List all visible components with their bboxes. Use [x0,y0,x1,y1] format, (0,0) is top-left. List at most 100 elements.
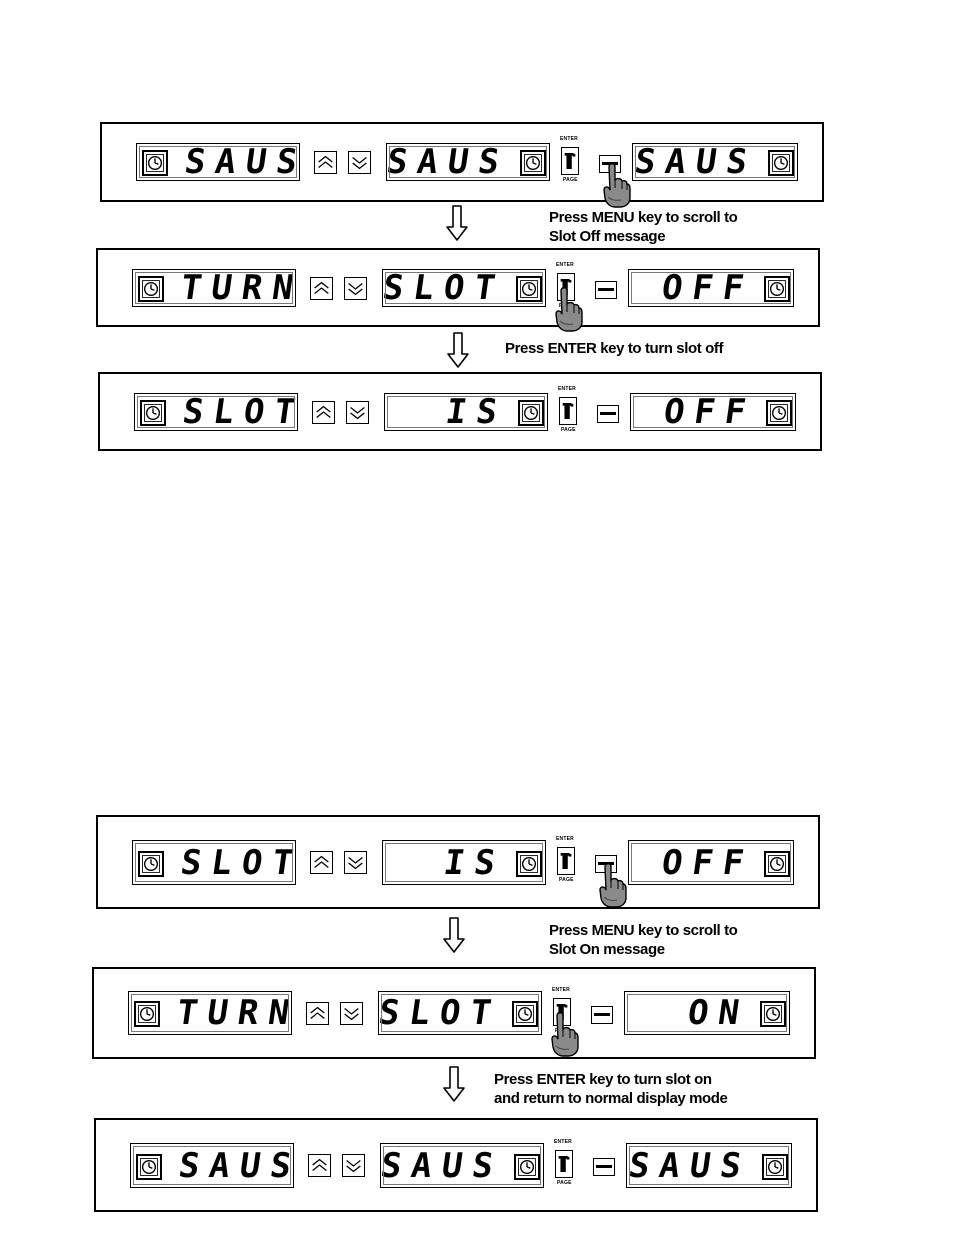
caption-line: Press ENTER key to turn slot on [494,1071,712,1088]
clock-icon [136,1154,162,1180]
clock-icon [512,1001,538,1027]
clock-icon [140,400,166,426]
left-display-text: SLOT [178,842,306,883]
enter-page-button[interactable] [555,1150,573,1178]
left-display: SAUS [130,1143,304,1188]
clock-icon [518,400,544,426]
controller-panel: TURNSLOTENTERPAGEON [92,967,816,1059]
clock-icon [516,276,542,302]
controller-panel: SLOT IS ENTER PAGE OFF [98,372,822,451]
scroll-down-button[interactable] [344,851,367,874]
pointing-hand-icon [601,162,631,208]
page-label: PAGE [559,877,574,883]
middle-display-text: IS [441,842,508,883]
scroll-up-button[interactable] [314,151,337,174]
right-display: OFF [628,268,794,308]
down-arrow-icon [443,917,465,953]
controller-panel: TURNSLOTENTERPAGEOFF [96,248,820,332]
right-display-text: SAUS [626,1145,754,1186]
menu-button[interactable] [595,281,617,299]
down-arrow-icon [447,332,469,368]
left-display-text: SAUS [176,1145,304,1186]
clock-icon [760,1001,786,1027]
left-display: SLOT [132,840,306,885]
left-display: SAUS [136,142,310,182]
right-display: ON [624,991,790,1035]
left-display-text: TURN [178,268,306,308]
enter-page-button[interactable] [561,147,579,175]
middle-display-text: SAUS [378,1145,506,1186]
scroll-up-button[interactable] [310,851,333,874]
clock-icon [766,400,792,426]
down-arrow-icon [446,205,468,241]
left-display: SLOT [134,392,308,432]
middle-display-text: SLOT [376,993,504,1033]
enter-page-button[interactable] [559,397,577,425]
scroll-up-button[interactable] [308,1154,331,1177]
scroll-down-button[interactable] [340,1002,363,1025]
step-caption: Press ENTER key to turn slot on and retur… [494,1070,728,1108]
right-display: SAUS [632,142,798,182]
clock-icon [764,851,790,877]
middle-display-text: IS [443,392,510,432]
menu-button[interactable] [593,1158,615,1176]
right-display: SAUS [626,1143,792,1188]
step-caption: Press MENU key to scroll to Slot On messa… [549,921,738,959]
controller-panel: SAUS SAUS ENTER PAGE SAUS [94,1118,818,1212]
middle-display: SLOT [380,268,546,308]
scroll-down-button[interactable] [346,401,369,424]
scroll-up-button[interactable] [306,1002,329,1025]
middle-display: SLOT [376,991,542,1035]
middle-display-text: SLOT [380,268,508,308]
right-display-text: OFF [658,842,756,883]
page-label: PAGE [557,1180,572,1186]
caption-line: Slot On message [549,941,665,958]
caption-line: Slot Off message [549,228,666,245]
middle-display: IS [382,840,546,885]
down-arrow-icon [443,1066,465,1102]
caption-line: Press ENTER key to turn slot off [505,340,724,357]
menu-button[interactable] [597,405,619,423]
controller-panel: SLOT IS ENTER PAGE OFF [96,815,820,909]
clock-icon [520,150,546,176]
clock-icon [142,150,168,176]
right-display: OFF [630,392,796,432]
middle-display: IS [384,392,548,432]
left-display: TURN [128,991,302,1035]
middle-display: SAUS [378,1143,544,1188]
left-display: TURN [132,268,306,308]
middle-display: SAUS [384,142,550,182]
right-display-text: OFF [660,392,758,432]
scroll-up-button[interactable] [310,277,333,300]
step-caption: Press MENU key to scroll to Slot Off mess… [549,208,738,246]
clock-icon [134,1001,160,1027]
scroll-down-button[interactable] [348,151,371,174]
clock-icon [514,1154,540,1180]
enter-label: ENTER [556,262,574,268]
menu-button[interactable] [591,1006,613,1024]
clock-icon [516,851,542,877]
enter-page-button[interactable] [557,847,575,875]
right-display-text: ON [685,993,752,1033]
enter-label: ENTER [554,1139,572,1145]
caption-line: Press MENU key to scroll to [549,922,738,939]
scroll-down-button[interactable] [344,277,367,300]
scroll-down-button[interactable] [342,1154,365,1177]
enter-label: ENTER [560,136,578,142]
right-display-text: SAUS [632,142,760,182]
left-display-text: SAUS [182,142,310,182]
pointing-hand-icon [549,1011,579,1057]
clock-icon [764,276,790,302]
scroll-up-button[interactable] [312,401,335,424]
left-display-text: TURN [174,993,302,1033]
enter-label: ENTER [558,386,576,392]
page-label: PAGE [561,427,576,433]
right-display-text: OFF [658,268,756,308]
left-display-text: SLOT [180,392,308,432]
caption-line: Press MENU key to scroll to [549,209,738,226]
enter-label: ENTER [556,836,574,842]
pointing-hand-icon [553,286,583,332]
caption-line: and return to normal display mode [494,1090,728,1107]
clock-icon [138,276,164,302]
right-display: OFF [628,840,794,885]
